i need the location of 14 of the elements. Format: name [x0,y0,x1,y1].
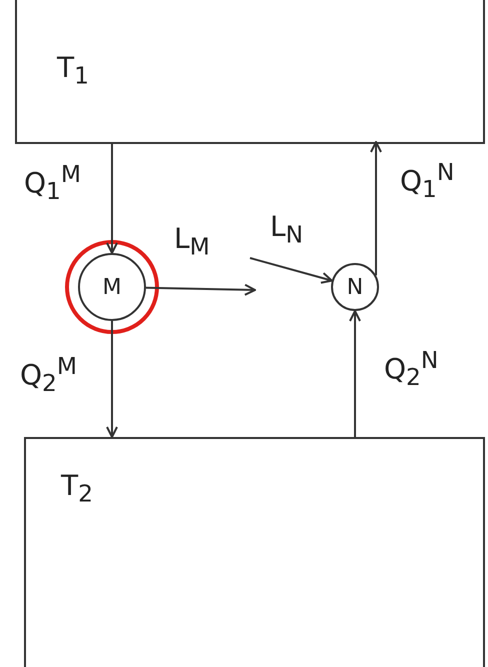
node-label: T$_{2}$ [61,469,93,508]
arrow [250,257,333,284]
reservoir-box [15,0,485,144]
arrow [370,141,382,276]
node-label: T$_{1}$ [57,51,89,90]
machine-circle [331,263,379,311]
reservoir-box [24,437,485,667]
arrow [106,321,118,438]
arrow [106,142,118,254]
engine-circle [78,253,146,321]
arrow [146,284,256,296]
node-label: N [346,274,364,300]
node-label: M [102,274,122,300]
arrow [349,310,361,437]
